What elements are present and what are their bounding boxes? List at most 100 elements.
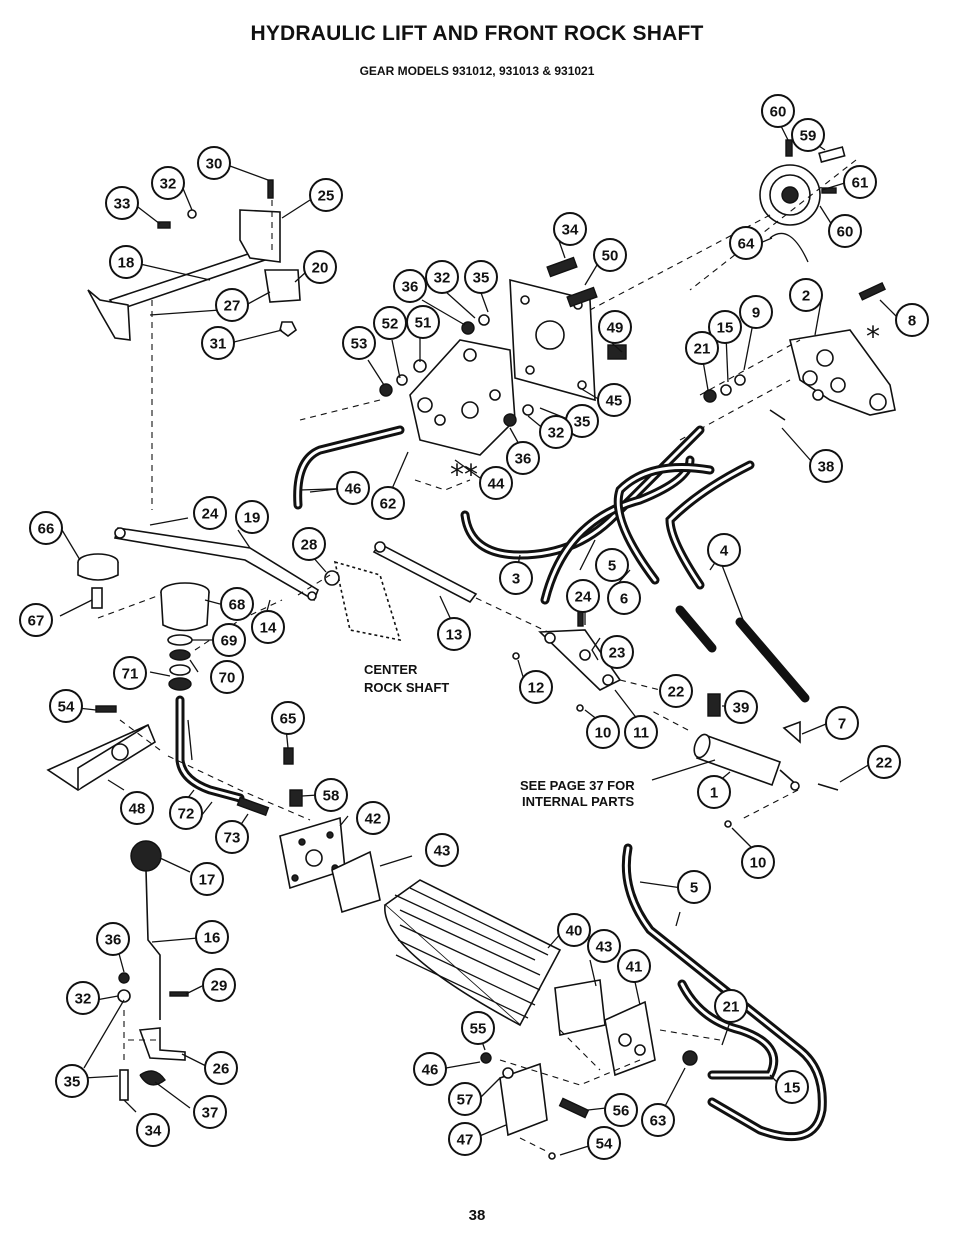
callout-label: 32 [160,176,177,193]
callout-label: 2 [802,288,810,305]
callout-45: 45 [597,383,631,417]
callout-label: 44 [488,476,505,493]
callout-label: 34 [145,1123,162,1140]
callout-53: 53 [342,326,376,360]
reservoir-cap-stack [77,553,245,803]
callout-57: 57 [448,1082,482,1116]
callout-label: 10 [595,725,612,742]
callout-15: 15 [708,310,742,344]
see-page-note-1: SEE PAGE 37 FOR [520,778,635,793]
callout-19: 19 [235,500,269,534]
callout-label: 27 [224,298,241,315]
callout-32: 32 [425,260,459,294]
callout-label: 71 [122,666,139,683]
callout-label: 70 [219,670,236,687]
callout-label: 28 [301,537,318,554]
callout-label: 17 [199,872,216,889]
callout-66: 66 [29,511,63,545]
callout-label: 34 [562,222,579,239]
callout-34: 34 [136,1113,170,1147]
callout-label: 21 [723,999,740,1016]
callout-72: 72 [169,796,203,830]
callout-label: 9 [752,305,760,322]
callout-label: 46 [422,1062,439,1079]
callout-label: 19 [244,510,261,527]
callout-39: 39 [724,690,758,724]
page-number: 38 [468,1207,486,1224]
page-title: HYDRAULIC LIFT AND FRONT ROCK SHAFT [250,22,704,45]
callout-22: 22 [659,674,693,708]
callout-label: 37 [202,1105,219,1122]
callout-9: 9 [739,295,773,329]
callout-label: 15 [717,320,734,337]
callout-label: 31 [210,336,227,353]
callout-label: 8 [908,313,916,330]
callout-label: 7 [838,716,846,733]
double-star-marker: ** [450,458,478,491]
callout-35: 35 [55,1064,89,1098]
callout-1: 1 [697,775,731,809]
callout-label: 51 [415,315,432,332]
callout-label: 32 [548,425,565,442]
callout-label: 45 [606,393,623,410]
callout-label: 49 [607,320,624,337]
reservoir [279,816,698,1160]
callout-21: 21 [685,331,719,365]
callout-5: 5 [595,548,629,582]
callout-label: 35 [473,270,490,287]
callout-60: 60 [761,94,795,128]
callout-41: 41 [617,949,651,983]
page-subtitle: GEAR MODELS 931012, 931013 & 931021 [359,64,595,78]
center-rock-shaft-label-1: CENTER [364,662,418,677]
callout-label: 43 [596,939,613,956]
callout-37: 37 [193,1095,227,1129]
callout-10: 10 [586,715,620,749]
callout-label: 57 [457,1092,474,1109]
callout-10: 10 [741,845,775,879]
callout-label: 64 [738,236,755,253]
callout-15: 15 [775,1070,809,1104]
callout-64: 64 [729,226,763,260]
callout-label: 6 [620,591,628,608]
pulley [759,139,846,263]
callout-46: 46 [413,1052,447,1086]
callout-label: 18 [118,255,135,272]
callout-label: 61 [852,175,869,192]
callout-32: 32 [539,415,573,449]
callout-label: 68 [229,597,246,614]
callout-36: 36 [393,269,427,303]
callout-label: 60 [837,224,854,241]
callout-label: 50 [602,248,619,265]
control-valve [703,281,896,421]
callout-label: 54 [596,1136,613,1153]
callout-26: 26 [204,1051,238,1085]
callout-14: 14 [251,610,285,644]
return-hoses [621,843,827,1142]
callout-35: 35 [464,260,498,294]
callout-51: 51 [406,305,440,339]
callout-label: 47 [457,1132,474,1149]
callout-label: 41 [626,959,643,976]
callout-44: 44 [479,466,513,500]
callout-22: 22 [867,745,901,779]
callout-54: 54 [587,1126,621,1160]
callout-label: 30 [206,156,223,173]
callout-71: 71 [113,656,147,690]
callout-label: 25 [318,188,335,205]
callout-70: 70 [210,660,244,694]
callout-label: 24 [575,589,592,606]
callout-label: 55 [470,1021,487,1038]
callout-20: 20 [303,250,337,284]
callout-label: 36 [402,279,419,296]
callout-24: 24 [566,579,600,613]
callout-label: 36 [515,451,532,468]
callout-18: 18 [109,245,143,279]
callout-label: 60 [770,104,787,121]
callout-65: 65 [271,701,305,735]
callout-label: 26 [213,1061,230,1078]
callout-label: 3 [512,571,520,588]
callout-62: 62 [371,486,405,520]
callout-47: 47 [448,1122,482,1156]
callout-label: 42 [365,811,382,828]
